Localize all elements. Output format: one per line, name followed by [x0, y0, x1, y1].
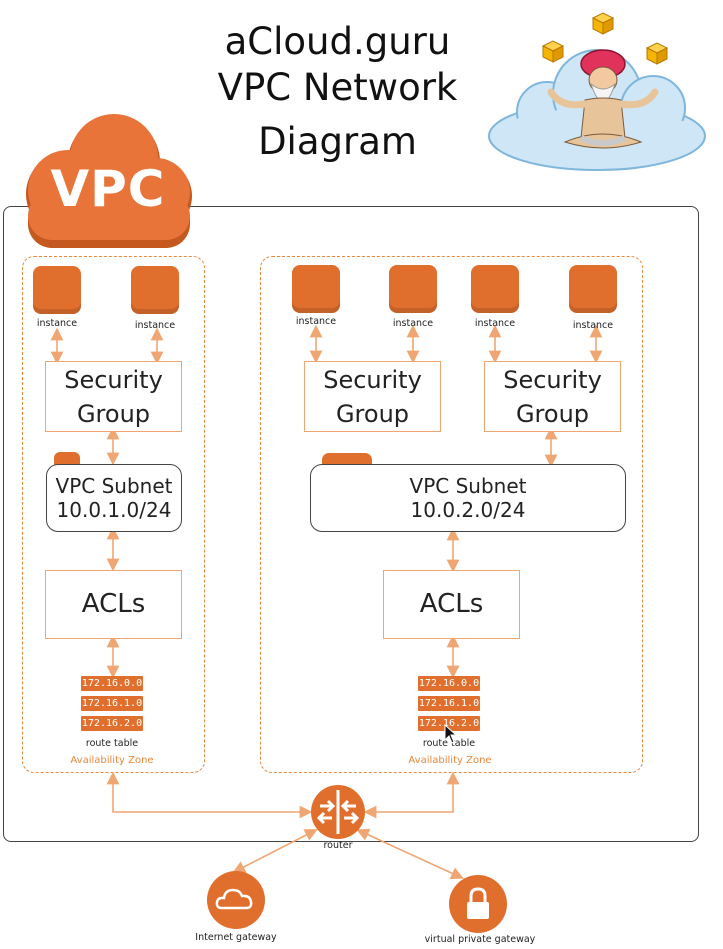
title-line-2: VPC Network [217, 66, 458, 109]
route-table-label: route table [85, 738, 139, 749]
vpc-subnet-right: VPC Subnet 10.0.2.0/24 [310, 464, 626, 532]
security-group-left: Security Group [45, 361, 182, 432]
instance-label: instance [474, 318, 516, 329]
router-icon[interactable] [310, 784, 366, 840]
instance-label: instance [36, 318, 78, 329]
internet-gateway-icon[interactable] [206, 870, 266, 930]
instance-icon [33, 266, 81, 314]
availability-zone-label: Availability Zone [70, 755, 154, 766]
acls-left: ACLs [45, 570, 182, 639]
mascot-icon [488, 12, 706, 171]
route-table-entry: 172.16.0.0 [81, 676, 143, 691]
instance-icon [389, 265, 437, 313]
acls-right: ACLs [383, 570, 520, 639]
subnet-lock-icon [322, 453, 372, 467]
availability-zone-label: Availability Zone [408, 755, 492, 766]
subnet-lock-icon [54, 452, 80, 466]
instance-icon [471, 265, 519, 313]
subnet-name: VPC Subnet [55, 474, 173, 498]
instance-label: instance [295, 316, 337, 327]
instance-icon [292, 265, 340, 313]
subnet-cidr: 10.0.2.0/24 [410, 498, 526, 522]
subnet-cidr: 10.0.1.0/24 [56, 498, 172, 522]
security-group-line-1: Security [503, 366, 602, 394]
mouse-cursor-icon [444, 724, 458, 744]
vpc-subnet-left: VPC Subnet 10.0.1.0/24 [46, 464, 182, 532]
security-group-right-a: Security Group [304, 361, 441, 432]
instance-icon [131, 266, 179, 314]
security-group-line-2: Group [76, 400, 151, 428]
route-table-entry: 172.16.0.0 [418, 676, 480, 691]
instance-label: instance [392, 318, 434, 329]
security-group-line-2: Group [515, 400, 590, 428]
security-group-line-1: Security [323, 366, 422, 394]
route-table-label: route table [422, 738, 476, 749]
instance-label: instance [134, 320, 176, 331]
route-table-entry: 172.16.2.0 [81, 716, 143, 731]
route-table-entry: 172.16.1.0 [418, 696, 480, 711]
instance-label: instance [572, 320, 614, 331]
security-group-line-2: Group [335, 400, 410, 428]
instance-icon [569, 265, 617, 313]
route-table-entry: 172.16.2.0 [418, 716, 480, 731]
title-line-1: aCloud.guru [224, 20, 451, 63]
title-line-3: Diagram [258, 120, 417, 163]
security-group-line-1: Security [64, 366, 163, 394]
router-label: router [323, 840, 353, 851]
internet-gateway-label: Internet gateway [195, 932, 277, 943]
route-table-entry: 172.16.1.0 [81, 696, 143, 711]
security-group-right-b: Security Group [484, 361, 621, 432]
virtual-private-gateway-icon[interactable] [448, 874, 508, 934]
vpc-cloud-icon [26, 114, 192, 248]
virtual-private-gateway-label: virtual private gateway [424, 934, 536, 945]
subnet-name: VPC Subnet [409, 474, 527, 498]
vpc-badge-label: VPC [50, 160, 166, 218]
vpc-boundary [3, 206, 699, 842]
